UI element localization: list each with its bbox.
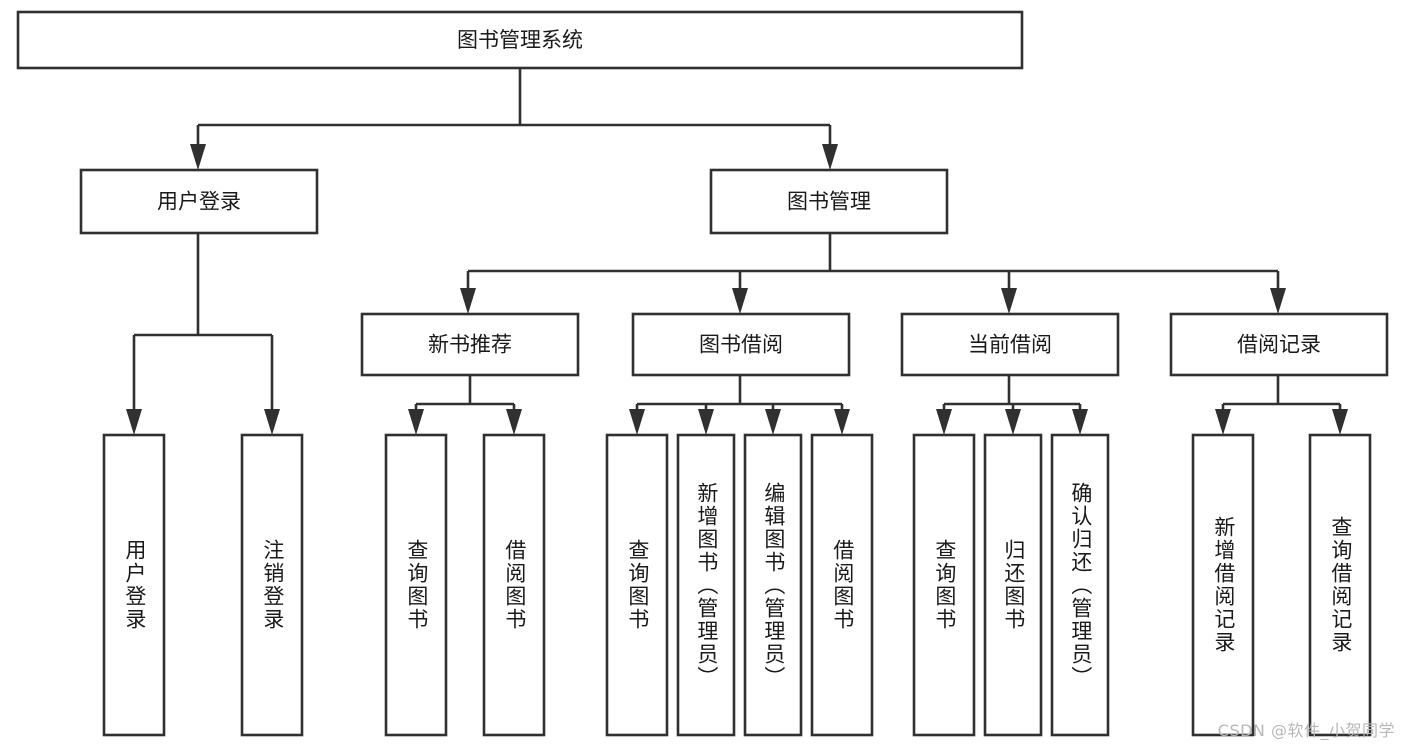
label-book-borrow: 图书借阅 — [699, 333, 783, 357]
node-root-root[interactable] — [16, 10, 1024, 70]
node-leaf-leaf-query-book-current[interactable] — [912, 433, 976, 737]
node-leaf-leaf-query-book-rec[interactable] — [384, 433, 448, 737]
label-new-book-rec: 新书推荐 — [428, 333, 512, 357]
node-leaf-leaf-query-record[interactable] — [1308, 433, 1372, 737]
node-l2-book-manage[interactable] — [709, 168, 949, 235]
node-leaf-leaf-user-logout[interactable] — [240, 433, 304, 737]
node-l3-new-book-rec[interactable] — [360, 312, 580, 377]
node-leaf-leaf-borrow-book[interactable] — [810, 433, 874, 737]
label-root: 图书管理系统 — [457, 28, 583, 52]
csdn-watermark: CSDN @软件_小贺同学 — [1217, 721, 1395, 740]
book-borrow-arrow-icon-2 — [765, 409, 781, 435]
node-leaf-leaf-confirm-return[interactable] — [1050, 433, 1110, 737]
node-leaf-leaf-user-login[interactable] — [102, 433, 166, 737]
borrow-record-arrow-icon-1 — [1332, 409, 1348, 435]
book-borrow-arrow-icon-0 — [629, 409, 645, 435]
node-leaf-leaf-return-book[interactable] — [983, 433, 1043, 737]
node-l3-borrow-record[interactable] — [1169, 312, 1389, 377]
root-arrow-icon-1 — [822, 144, 838, 170]
label-borrow-record: 借阅记录 — [1237, 333, 1321, 357]
borrow-record-arrow-icon-0 — [1215, 409, 1231, 435]
node-leaf-leaf-borrow-book-rec[interactable] — [482, 433, 546, 737]
user-login-arrow-icon-0 — [126, 409, 142, 435]
boxes-layer — [16, 10, 1389, 737]
book-manage-arrow-icon-1 — [732, 288, 748, 314]
node-leaf-leaf-add-book[interactable] — [676, 433, 736, 737]
node-leaf-leaf-query-book-borrow[interactable] — [605, 433, 669, 737]
node-leaf-leaf-edit-book[interactable] — [743, 433, 803, 737]
book-manage-arrow-icon-2 — [1001, 288, 1017, 314]
book-borrow-arrow-icon-3 — [834, 409, 850, 435]
book-borrow-arrow-icon-1 — [698, 409, 714, 435]
node-l2-user-login[interactable] — [79, 168, 319, 235]
label-current-borrow: 当前借阅 — [968, 333, 1052, 357]
edges-layer — [126, 68, 1348, 435]
book-manage-arrow-icon-3 — [1270, 288, 1286, 314]
node-l3-book-borrow[interactable] — [631, 312, 851, 377]
user-login-arrow-icon-1 — [264, 409, 280, 435]
current-borrow-arrow-icon-2 — [1072, 409, 1088, 435]
root-arrow-icon-0 — [190, 144, 206, 170]
new-book-rec-arrow-icon-1 — [506, 409, 522, 435]
label-book-manage: 图书管理 — [787, 190, 871, 214]
label-user-login: 用户登录 — [157, 190, 241, 214]
current-borrow-arrow-icon-1 — [1005, 409, 1021, 435]
new-book-rec-arrow-icon-0 — [408, 409, 424, 435]
node-l3-current-borrow[interactable] — [900, 312, 1120, 377]
node-leaf-leaf-add-record[interactable] — [1191, 433, 1255, 737]
book-manage-arrow-icon-0 — [460, 288, 476, 314]
current-borrow-arrow-icon-0 — [936, 409, 952, 435]
